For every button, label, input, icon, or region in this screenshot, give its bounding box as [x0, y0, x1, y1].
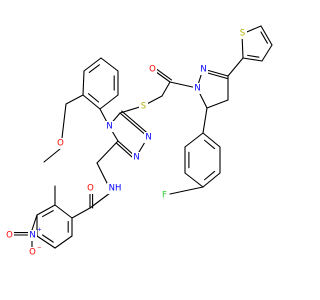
nitrobenzene-bond: [54, 204, 73, 219]
svg-text:N: N: [145, 133, 151, 143]
methoxyphenyl-bond: [99, 94, 119, 110]
thiophene-inner-bond: [260, 31, 269, 44]
pyrazoline-phenyl-bond: [202, 107, 208, 134]
carbonyl-n-bond: [169, 81, 198, 89]
svg-text:O: O: [6, 231, 13, 241]
nitrobenzene-inner-bond: [42, 210, 54, 218]
pyrazoline-n1-label: N: [193, 83, 202, 94]
aryl-o-bond: [65, 94, 84, 105]
svg-text:N: N: [133, 153, 139, 163]
thiophene-bond: [261, 44, 273, 62]
fluorine-label: F: [160, 190, 169, 201]
triazole-double-bond: [119, 112, 149, 138]
svg-text:O: O: [29, 248, 36, 258]
methoxyphenyl-inner-bond: [87, 93, 100, 103]
carbonyl-aryl-bond: [71, 207, 91, 219]
thioether-sulfur-label: S: [139, 101, 148, 112]
amide-oxygen-label: O: [86, 183, 95, 194]
triazole-n2-label: N: [144, 132, 153, 143]
methoxy-oxygen-label: O: [56, 138, 65, 149]
triazole-double-bond: [121, 110, 151, 136]
triazole-n4-label: N: [105, 121, 114, 132]
nitrobenzene-inner-bond: [42, 234, 54, 243]
o-methyl-bond: [43, 148, 61, 163]
fluorophenyl-inner-bond: [203, 139, 216, 150]
thiophene-inner-bond: [247, 54, 260, 58]
svg-text:N: N: [200, 65, 206, 75]
c-f-bond: [169, 186, 204, 195]
fluorophenyl-inner-bond: [203, 170, 216, 181]
svg-text:O: O: [57, 139, 64, 149]
svg-text:F: F: [162, 191, 167, 201]
methoxyphenyl-bond: [82, 94, 101, 110]
triazole-double-bond: [115, 142, 135, 160]
fluorophenyl-bond: [202, 132, 221, 148]
svg-text:−: −: [37, 245, 42, 251]
molecule-structure-drawing: NH O N + O − O O N N: [5, 25, 273, 258]
svg-text:O: O: [149, 65, 156, 75]
aryl-o-bond: [61, 103, 67, 139]
svg-text:O: O: [87, 184, 94, 194]
pyrazoline-bond: [206, 99, 229, 109]
svg-text:S: S: [141, 102, 146, 112]
amide-nh-label: NH: [107, 183, 123, 194]
ch2-nh-bond: [96, 162, 109, 186]
bond-layer: [13, 25, 273, 249]
nitrobenzene-bond: [54, 235, 73, 249]
triazole-ch2-bond: [96, 140, 119, 164]
methoxyphenyl-inner-bond: [88, 64, 100, 74]
svg-text:N: N: [29, 231, 35, 241]
fluorophenyl-bond: [184, 132, 204, 148]
nitrobenzene-bond: [36, 235, 56, 249]
svg-text:S: S: [240, 29, 245, 39]
aryl-nitro-bond: [31, 214, 38, 231]
fluorophenyl-bond: [202, 172, 221, 188]
svg-text:+: +: [37, 227, 42, 233]
methoxyphenyl-bond: [82, 70, 85, 96]
thiophene-bond: [260, 25, 273, 46]
nh-carbonyl-bond: [89, 192, 111, 209]
ketone-oxygen-label: O: [148, 64, 157, 75]
svg-text:N: N: [106, 122, 112, 132]
ch2-carbonyl-bond: [161, 81, 171, 97]
methoxyphenyl-bond: [100, 57, 119, 72]
thiophene-sulfur-label: S: [238, 28, 247, 39]
nitrobenzene-bond: [36, 204, 56, 216]
svg-text:N: N: [194, 84, 200, 94]
nitro-oxygen-anion-label: O −: [28, 245, 42, 258]
nitro-nitrogen-label: N +: [28, 227, 42, 241]
pyrazoline-n2-label: N: [199, 64, 208, 75]
thiophene-bond: [242, 57, 263, 62]
methoxyphenyl-bond: [83, 57, 102, 72]
svg-text:NH: NH: [109, 184, 122, 194]
fluorophenyl-bond: [184, 172, 204, 188]
triazole-n1-label: N: [132, 152, 141, 163]
pyrazoline-thiophene-bond: [227, 57, 244, 77]
atom-label-layer: NH O N + O − O O N N: [5, 28, 247, 258]
nitro-oxygen-label: O: [5, 230, 14, 241]
